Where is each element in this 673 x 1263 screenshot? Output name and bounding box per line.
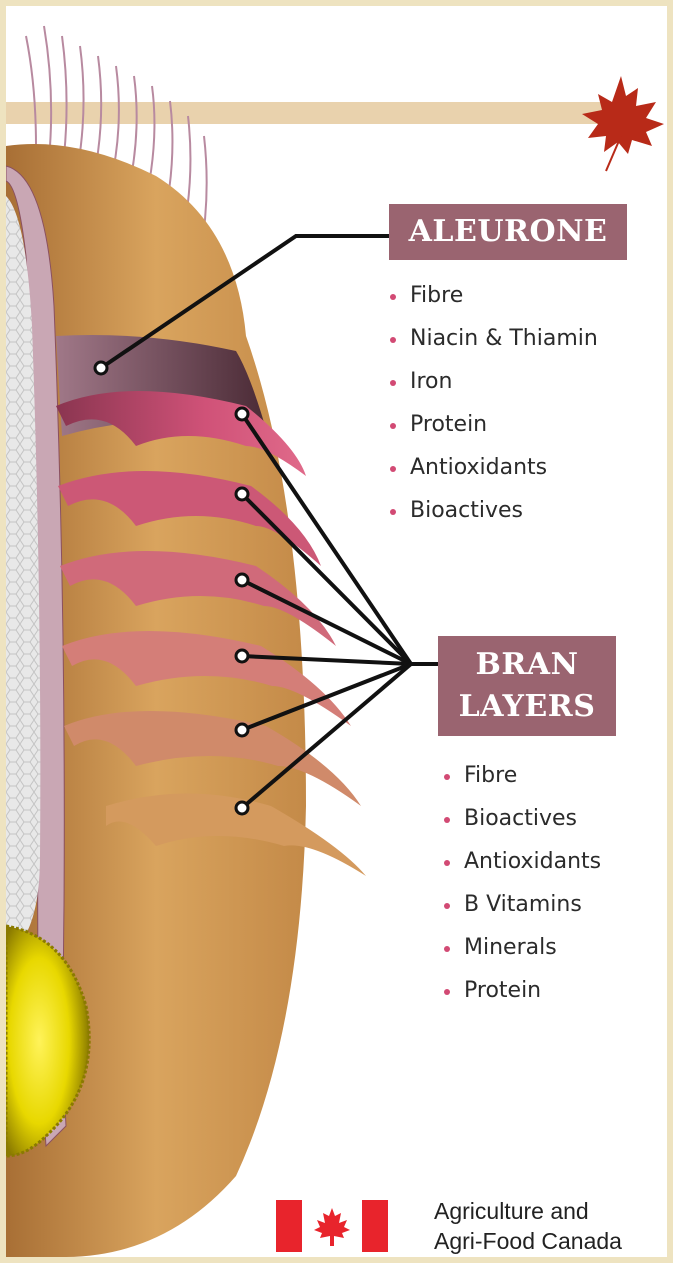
wheat-kernel-illustration [6,6,667,1257]
bullet-icon [444,817,450,823]
bullet-icon [444,903,450,909]
bran-nutrient-list: Fibre Bioactives Antioxidants B Vitamins… [440,761,601,1019]
bullet-icon [444,774,450,780]
canada-flag-icon [276,1200,388,1252]
bullet-icon [390,466,396,472]
list-item: B Vitamins [440,890,601,933]
list-item: Antioxidants [440,847,601,890]
list-item: Niacin & Thiamin [386,324,598,367]
diagram-panel: ALEURONE Fibre Niacin & Thiamin Iron Pro… [6,6,667,1257]
bran-label-line1: BRAN [438,644,616,686]
aleurone-label: ALEURONE [389,204,627,260]
list-item: Iron [386,367,598,410]
maple-leaf-icon [582,76,664,154]
list-item: Antioxidants [386,453,598,496]
bullet-icon [390,423,396,429]
list-item: Protein [386,410,598,453]
list-item: Protein [440,976,601,1019]
list-item: Fibre [386,281,598,324]
bullet-icon [444,860,450,866]
footer-line1: Agriculture and [434,1196,622,1226]
bran-label-line2: LAYERS [438,686,616,728]
list-item: Fibre [440,761,601,804]
bullet-icon [390,337,396,343]
footer-agency-name: Agriculture and Agri-Food Canada [434,1196,622,1256]
footer-line2: Agri-Food Canada [434,1226,622,1256]
bullet-icon [390,509,396,515]
bullet-icon [390,380,396,386]
bran-layers-label: BRAN LAYERS [438,636,616,736]
bullet-icon [444,946,450,952]
list-item: Minerals [440,933,601,976]
header-band [6,102,606,124]
bullet-icon [390,294,396,300]
bullet-icon [444,989,450,995]
list-item: Bioactives [440,804,601,847]
list-item: Bioactives [386,496,598,539]
aleurone-nutrient-list: Fibre Niacin & Thiamin Iron Protein Anti… [386,281,598,539]
